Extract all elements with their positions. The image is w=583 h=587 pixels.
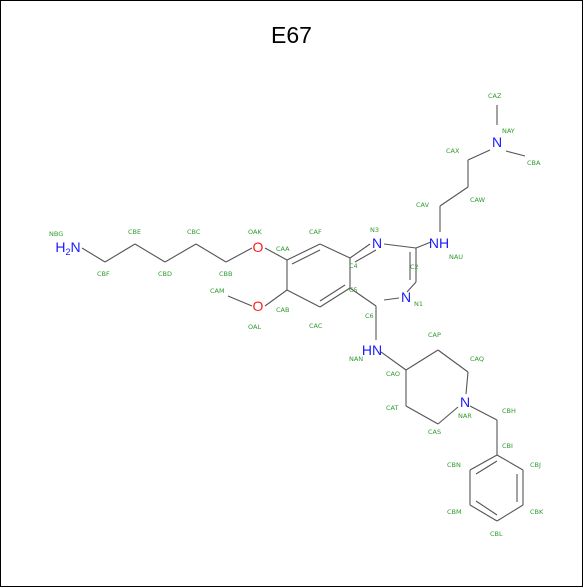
atom-label: CBB xyxy=(219,270,232,278)
molecule-title: E67 xyxy=(271,22,312,48)
atom-label: CAQ xyxy=(470,355,484,363)
primary-amine: H2N xyxy=(55,239,80,257)
n1-atom: N xyxy=(401,289,411,305)
atom-label: CBE xyxy=(128,228,141,236)
atom-label: NAY xyxy=(502,127,515,135)
atom-label: OAL xyxy=(248,323,261,331)
atom-label: NAN xyxy=(349,355,363,363)
atom-label: CBA xyxy=(527,159,541,167)
atom-label: CBL xyxy=(490,530,503,538)
atom-label: CBM xyxy=(447,508,462,516)
piperidine-nitrogen: N xyxy=(460,394,470,410)
atom-label: C6 xyxy=(365,312,374,320)
n3-atom: N xyxy=(372,235,382,251)
atom-label: C5 xyxy=(349,286,358,294)
atom-label: CBI xyxy=(502,442,513,450)
atom-label: CAA xyxy=(276,245,290,253)
atom-label: C4 xyxy=(349,262,358,270)
atom-name-labels: CAZ NAY CBA CAX CAW CAV NAU N3 C2 C4 CAF… xyxy=(49,92,544,538)
atom-label: CAX xyxy=(446,147,460,155)
atom-label: CAZ xyxy=(488,92,502,100)
atom-label: N1 xyxy=(414,300,423,308)
atom-label: CBK xyxy=(530,508,544,516)
atom-label: NAU xyxy=(449,253,463,261)
ether-oxygen-bottom: O xyxy=(253,298,264,314)
atom-label: CAB xyxy=(276,306,289,314)
atom-label: CBC xyxy=(187,228,201,236)
atom-label: CBD xyxy=(158,270,172,278)
atom-label: NBG xyxy=(49,230,63,238)
atom-label: CAV xyxy=(416,201,430,209)
nh-bottom: HN xyxy=(362,342,382,358)
atom-label: CAO xyxy=(386,370,400,378)
atom-label: CBF xyxy=(97,270,110,278)
atom-label: OAK xyxy=(248,228,262,236)
amine-nitrogen: N xyxy=(492,134,502,150)
atom-label: CAW xyxy=(470,196,486,204)
ether-oxygen-top: O xyxy=(253,239,264,255)
nh-top: NH xyxy=(429,235,449,251)
atom-label: CAS xyxy=(428,428,441,436)
atom-label: C2 xyxy=(410,263,419,271)
atom-label: CAC xyxy=(309,322,323,330)
atom-label: NAR xyxy=(458,412,472,420)
atom-label: CAF xyxy=(309,228,322,236)
atom-label: CBN xyxy=(447,461,461,469)
bond-lines xyxy=(81,105,526,522)
atom-label: CBH xyxy=(502,407,516,415)
atom-label: N3 xyxy=(370,226,379,234)
atom-label: CBJ xyxy=(530,461,541,469)
atom-label: CAP xyxy=(428,331,441,339)
atom-label: CAT xyxy=(386,404,398,412)
atom-label: CAM xyxy=(210,287,225,295)
